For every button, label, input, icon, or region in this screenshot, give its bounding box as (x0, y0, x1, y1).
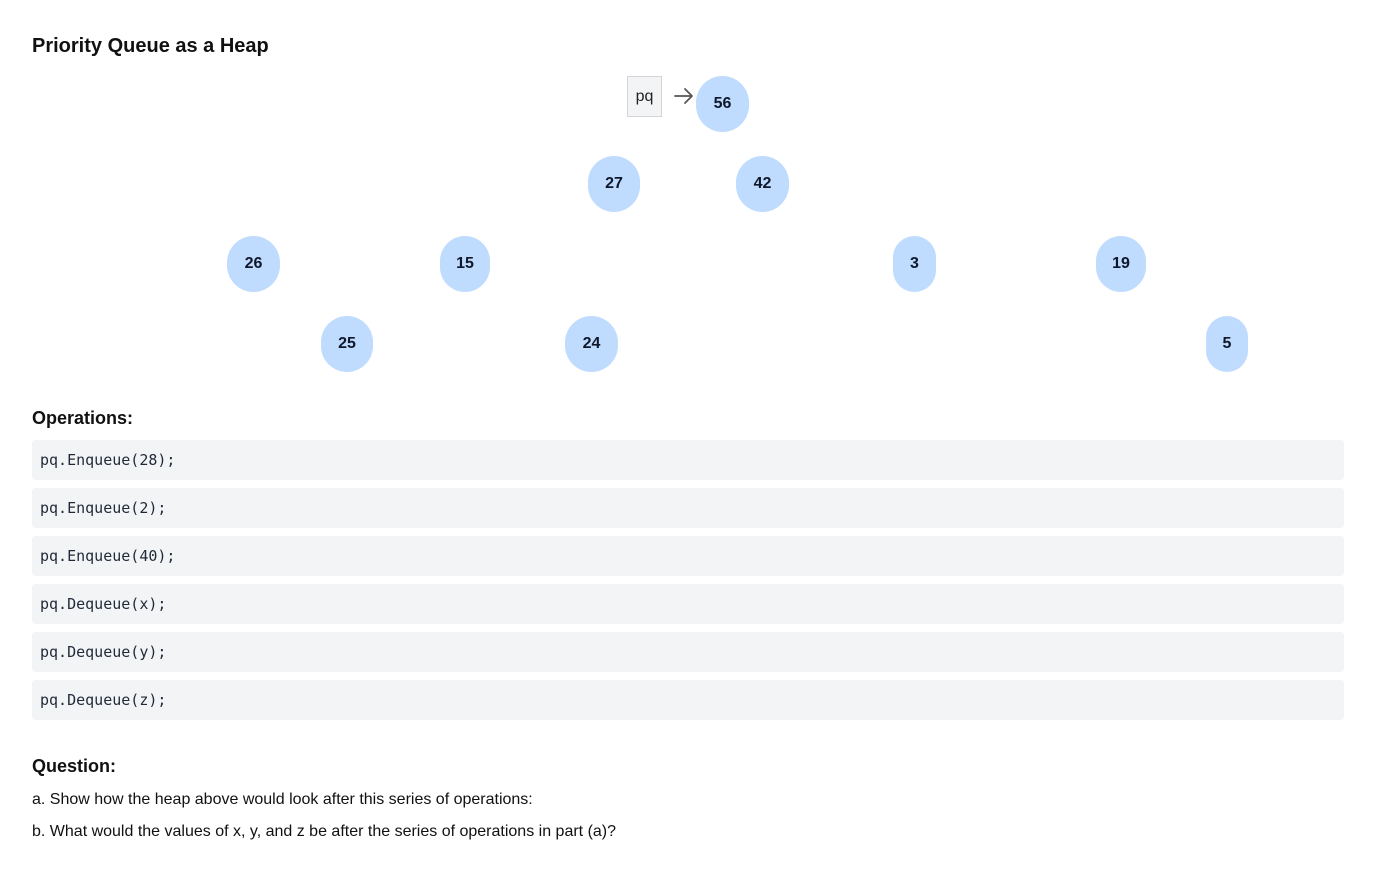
arrow-right-icon (674, 88, 693, 104)
heap-node: 25 (321, 316, 373, 372)
heap-node: 15 (440, 236, 490, 292)
heap-node: 5 (1206, 316, 1248, 372)
heap-node: 26 (227, 236, 280, 292)
operations-list: pq.Enqueue(28); pq.Enqueue(2); pq.Enqueu… (32, 440, 1344, 728)
operations-heading: Operations: (32, 408, 134, 428)
heap-node: 42 (736, 156, 789, 212)
pq-pointer-label: pq (627, 76, 662, 117)
operation-line: pq.Enqueue(28); (32, 440, 1344, 480)
heap-node: 3 (893, 236, 936, 292)
heap-node: 24 (565, 316, 618, 372)
heap-node: 27 (588, 156, 640, 212)
operation-line: pq.Dequeue(z); (32, 680, 1344, 720)
operation-line: pq.Dequeue(x); (32, 584, 1344, 624)
operation-line: pq.Enqueue(2); (32, 488, 1344, 528)
question-heading: Question: (32, 756, 116, 776)
heap-node-root: 56 (696, 76, 749, 132)
question-b: b. What would the values of x, y, and z … (32, 823, 617, 840)
question-a: a. Show how the heap above would look af… (32, 791, 533, 808)
page-title: Priority Queue as a Heap (32, 35, 269, 57)
operation-line: pq.Dequeue(y); (32, 632, 1344, 672)
operation-line: pq.Enqueue(40); (32, 536, 1344, 576)
heap-node: 19 (1096, 236, 1146, 292)
